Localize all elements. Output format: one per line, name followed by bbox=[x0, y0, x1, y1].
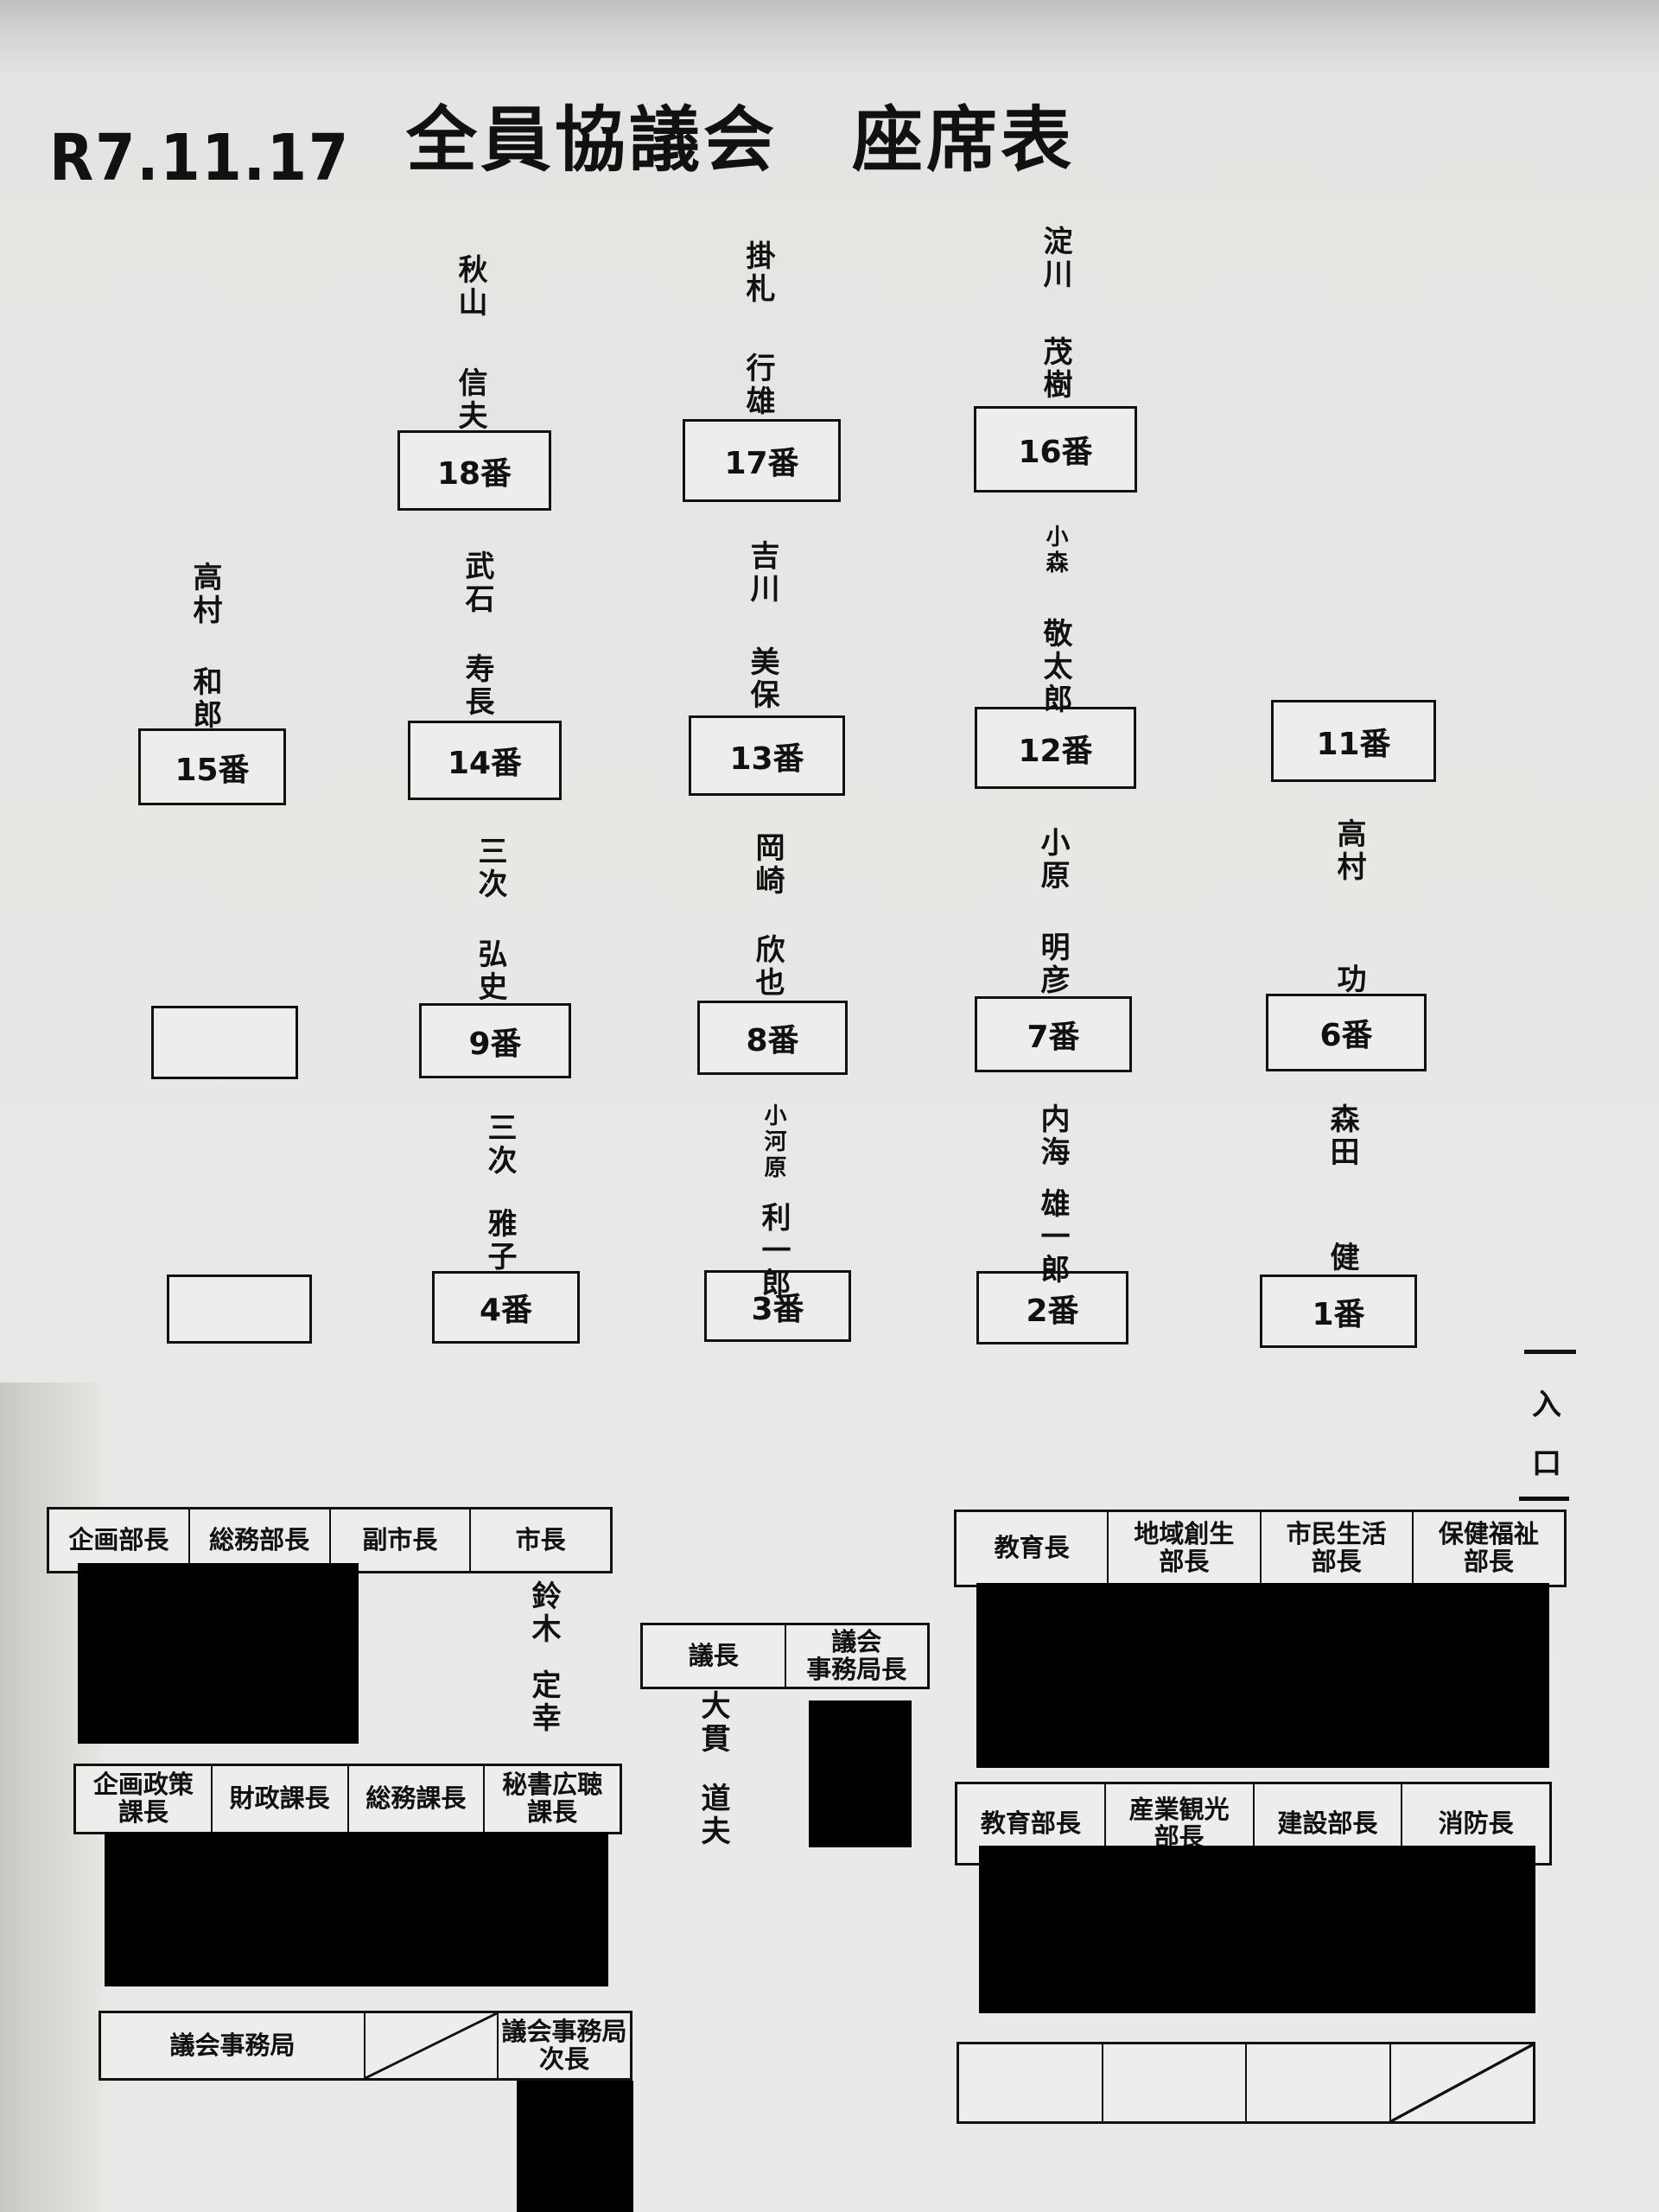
head-table-left-2-cell: 秘書広聴 課長 bbox=[502, 1770, 603, 1827]
head-table-left-1-cell: 市長 bbox=[515, 1524, 566, 1554]
seat-surname: 岡崎 bbox=[750, 832, 785, 898]
seat-box: 7番 bbox=[975, 996, 1132, 1072]
entrance-label-top: 入 bbox=[1532, 1388, 1561, 1422]
redacted-block bbox=[979, 1846, 1535, 2013]
empty-seat-box bbox=[167, 1274, 312, 1344]
seat-surname: 森田 bbox=[1325, 1103, 1359, 1169]
head-table-left-2-cell: 企画政策 課長 bbox=[76, 1766, 213, 1832]
redacted-block bbox=[976, 1583, 1549, 1768]
head-table-right-1: 教育長地域創生 部長市民生活 部長保健福祉 部長 bbox=[954, 1510, 1567, 1587]
seat-given-name: 雅子 bbox=[482, 1208, 517, 1274]
redacted-block bbox=[809, 1700, 912, 1847]
diagonal-slash bbox=[365, 2013, 497, 2078]
seat-given-name: 健 bbox=[1325, 1242, 1359, 1274]
seat-given-name: 和郎 bbox=[188, 666, 222, 732]
seat-surname: 三次 bbox=[482, 1112, 517, 1178]
seat-given-name: 行雄 bbox=[741, 353, 775, 418]
head-table-left-1-cell: 副市長 bbox=[331, 1510, 472, 1571]
head-table-right-3-cell bbox=[1103, 2044, 1247, 2121]
seat-surname: 秋山 bbox=[453, 254, 487, 320]
chair-table-cell: 議会 事務局長 bbox=[806, 1626, 907, 1684]
redacted-block bbox=[78, 1563, 359, 1744]
seat-surname: 掛札 bbox=[741, 240, 775, 306]
seat-surname: 小森 bbox=[1042, 524, 1068, 576]
seat-box: 8番 bbox=[697, 1001, 848, 1075]
seat-given-name: 欣也 bbox=[750, 934, 785, 1000]
seat-given-name: 寿長 bbox=[460, 653, 494, 719]
head-table-left-3-cell: 議会事務局 次長 bbox=[501, 2016, 627, 2074]
seat-box: 2番 bbox=[976, 1271, 1128, 1344]
seat-given-name: 茂樹 bbox=[1038, 336, 1072, 402]
seat-box: 1番 bbox=[1260, 1274, 1417, 1348]
seat-box: 18番 bbox=[397, 430, 551, 511]
meeting-date: R7.11.17 bbox=[49, 121, 350, 195]
seat-box: 13番 bbox=[689, 715, 845, 796]
seat-surname: 高村 bbox=[1332, 818, 1366, 884]
head-table-left-1-cell: 総務部長 bbox=[190, 1510, 331, 1571]
chair-table-cell: 議長 bbox=[643, 1625, 786, 1687]
head-table-left-3-cell: 議会事務局 bbox=[101, 2013, 365, 2078]
seat-surname: 三次 bbox=[473, 836, 507, 901]
seat-given-name: 明彦 bbox=[1035, 931, 1070, 997]
seat-surname: 小河原 bbox=[760, 1103, 786, 1181]
chair-surname: 大貫 bbox=[696, 1690, 730, 1756]
head-table-right-1-cell: 地域創生 部長 bbox=[1109, 1512, 1262, 1585]
entrance-label-bottom: 口 bbox=[1532, 1446, 1561, 1481]
head-table-right-2-cell: 建設部長 bbox=[1255, 1784, 1403, 1863]
seat-given-name: 信夫 bbox=[453, 367, 487, 433]
page-title: 全員協議会 座席表 bbox=[406, 99, 1076, 181]
seat-surname: 吉川 bbox=[745, 540, 779, 606]
seat-box: 14番 bbox=[408, 721, 562, 800]
seat-surname: 淀川 bbox=[1038, 226, 1072, 291]
seat-box: 15番 bbox=[138, 728, 286, 805]
seat-given-name: 弘史 bbox=[473, 938, 507, 1004]
head-table-right-2-cell: 消防長 bbox=[1438, 1808, 1514, 1838]
head-table-left-1-cell: 企画部長 bbox=[49, 1510, 190, 1571]
head-table-right-1-cell: 保健福祉 部長 bbox=[1438, 1519, 1539, 1576]
seat-box: 16番 bbox=[974, 406, 1137, 493]
head-table-left-2-cell: 総務課長 bbox=[349, 1766, 486, 1832]
mayor-given-name: 定幸 bbox=[526, 1669, 561, 1735]
head-table-left-1: 企画部長総務部長副市長 市長 bbox=[47, 1507, 613, 1573]
seat-given-name: 美保 bbox=[745, 646, 779, 712]
entrance-line-top bbox=[1524, 1350, 1576, 1354]
head-table-left-2: 企画政策 課長財政課長総務課長秘書広聴 課長 bbox=[73, 1764, 622, 1834]
seat-box: 11番 bbox=[1271, 700, 1436, 782]
seat-box: 6番 bbox=[1266, 994, 1427, 1071]
seat-given-name: 敬太郎 bbox=[1038, 618, 1072, 716]
mayor-surname: 鈴木 bbox=[526, 1580, 561, 1646]
seat-given-name: 利一郎 bbox=[756, 1202, 791, 1300]
seat-box: 3番 bbox=[704, 1270, 851, 1342]
head-table-right-3-cell bbox=[1247, 2044, 1391, 2121]
seat-surname: 高村 bbox=[188, 562, 222, 627]
chair-given-name: 道夫 bbox=[696, 1783, 730, 1848]
head-table-right-1-cell: 市民生活 部長 bbox=[1262, 1512, 1414, 1585]
seat-surname: 武石 bbox=[460, 550, 494, 616]
head-table-left-3: 議会事務局 議会事務局 次長 bbox=[99, 2011, 632, 2081]
chair-table: 議長議会 事務局長 bbox=[640, 1623, 930, 1689]
redacted-block bbox=[517, 2081, 633, 2212]
head-table-right-3-cell bbox=[959, 2044, 1103, 2121]
head-table-left-3-cell bbox=[365, 2013, 499, 2078]
empty-seat-box bbox=[151, 1006, 298, 1079]
seat-given-name: 雄一郎 bbox=[1035, 1188, 1070, 1287]
head-table-right-1-cell: 教育長 bbox=[957, 1512, 1109, 1585]
seat-box: 9番 bbox=[419, 1003, 571, 1078]
head-table-left-2-cell: 財政課長 bbox=[213, 1766, 349, 1832]
entrance-line-bottom bbox=[1519, 1497, 1569, 1501]
seat-box: 4番 bbox=[432, 1271, 580, 1344]
seat-given-name: 功 bbox=[1332, 963, 1366, 996]
seat-surname: 内海 bbox=[1035, 1103, 1070, 1169]
head-table-right-2-cell: 教育部長 bbox=[957, 1784, 1106, 1863]
redacted-block bbox=[105, 1832, 608, 1986]
head-table-right-3 bbox=[957, 2042, 1535, 2124]
seat-surname: 小原 bbox=[1035, 827, 1070, 893]
seat-box: 12番 bbox=[975, 707, 1136, 789]
head-table-right-3-cell bbox=[1390, 2044, 1533, 2121]
diagonal-slash bbox=[1390, 2044, 1533, 2121]
seat-box: 17番 bbox=[683, 419, 841, 502]
